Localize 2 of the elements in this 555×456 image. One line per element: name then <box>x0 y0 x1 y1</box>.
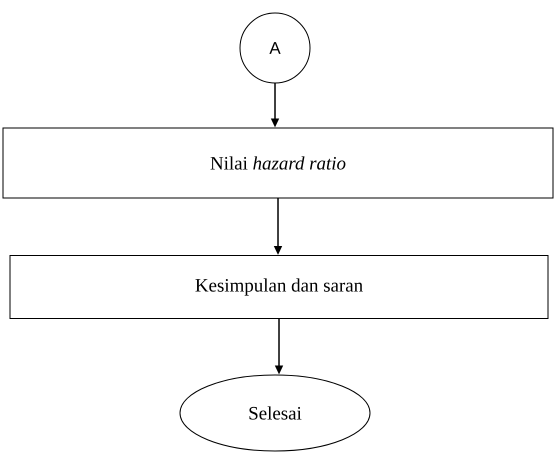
process-box: Nilai hazard ratio <box>2 127 554 198</box>
process-box: Kesimpulan dan saran <box>10 254 548 319</box>
